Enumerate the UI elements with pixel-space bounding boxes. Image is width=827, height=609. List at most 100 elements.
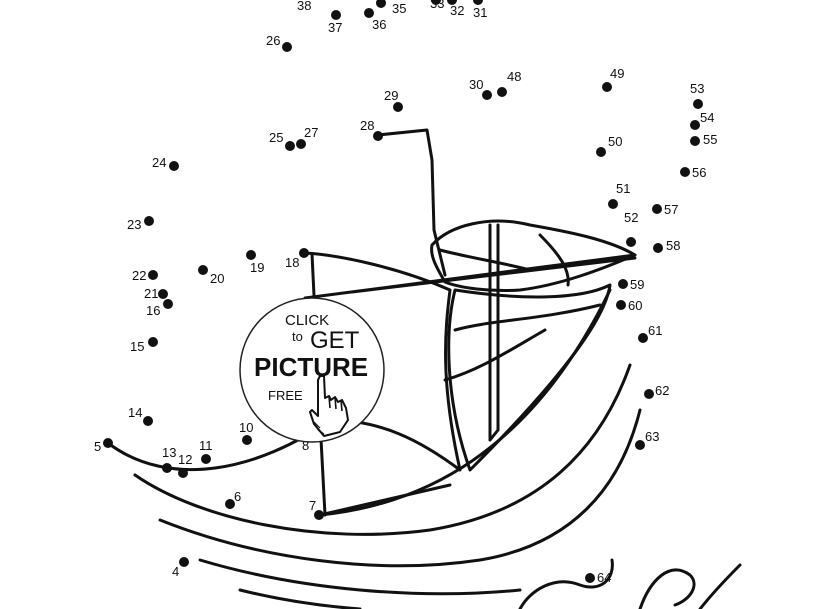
dot-marker — [285, 141, 295, 151]
dot-marker — [201, 454, 211, 464]
right-sail-rib — [453, 303, 602, 332]
dot-number-label: 23 — [127, 217, 141, 232]
dot-marker — [148, 270, 158, 280]
dot-number-label: 37 — [328, 20, 342, 35]
dot-marker — [179, 557, 189, 567]
dot-marker — [148, 337, 158, 347]
dot-marker — [364, 8, 374, 18]
dot-number-label: 56 — [692, 165, 706, 180]
dot-62: 62 — [644, 383, 669, 399]
dot-36: 36 — [364, 8, 386, 32]
dot-marker — [618, 279, 628, 289]
badge-circle[interactable] — [239, 297, 385, 443]
dot-marker — [198, 265, 208, 275]
dot-number-label: 6 — [234, 489, 241, 504]
dot-number-label: 16 — [146, 303, 160, 318]
badge-click-text[interactable]: CLICK — [285, 312, 329, 329]
dot-number-label: 24 — [152, 155, 166, 170]
dot-10: 10 — [239, 420, 253, 445]
dot-marker — [602, 82, 612, 92]
dot-marker — [473, 0, 483, 5]
dot-marker — [163, 299, 173, 309]
dot-number-label: 53 — [690, 81, 704, 96]
dot-49: 49 — [602, 66, 624, 92]
dot-marker — [680, 167, 690, 177]
dot-16: 16 — [146, 299, 173, 318]
dot-marker — [497, 87, 507, 97]
dot-61: 61 — [638, 323, 662, 343]
dot-number-label: 13 — [162, 445, 176, 460]
dot-55: 55 — [690, 132, 717, 147]
dot-marker — [103, 438, 113, 448]
dot-marker — [169, 161, 179, 171]
dot-14: 14 — [128, 405, 153, 426]
dot-marker — [585, 573, 595, 583]
dot-number-label: 62 — [655, 383, 669, 398]
dot-number-label: 15 — [130, 339, 144, 354]
dot-number-label: 27 — [304, 125, 318, 140]
dot-11: 11 — [199, 438, 213, 464]
dot-number-label: 55 — [703, 132, 717, 147]
dot-number-label: 4 — [172, 564, 179, 579]
top-sail-rib-2 — [538, 233, 570, 287]
dot-marker — [314, 510, 324, 520]
dot-32: 32 — [447, 0, 464, 18]
dot-58: 58 — [653, 238, 680, 253]
dot-marker — [373, 131, 383, 141]
dot-6: 6 — [225, 489, 241, 509]
dot-marker — [608, 199, 618, 209]
hull-line — [318, 288, 612, 517]
dot-number-label: 48 — [507, 69, 521, 84]
badge-free-text[interactable]: FREE — [268, 388, 303, 403]
badge-picture-text[interactable]: PICTURE — [254, 352, 368, 382]
left-sail — [303, 251, 462, 472]
dot-18: 18 — [285, 248, 309, 270]
dot-number-label: 50 — [608, 134, 622, 149]
wave-2 — [158, 408, 642, 568]
dot-marker — [299, 248, 309, 258]
dot-4: 4 — [172, 557, 189, 579]
dot-54: 54 — [690, 110, 714, 130]
dot-64: 64 — [585, 570, 611, 585]
dot-number-label: 59 — [630, 277, 644, 292]
dot-56: 56 — [680, 165, 706, 180]
dot-5: 5 — [94, 438, 113, 454]
badge-get-text[interactable]: GET — [310, 327, 360, 354]
dot-30: 30 — [469, 77, 492, 100]
dot-number-label: 60 — [628, 298, 642, 313]
dot-marker — [596, 147, 606, 157]
dot-57: 57 — [652, 202, 678, 217]
dot-marker — [393, 102, 403, 112]
ship-line-art — [106, 128, 742, 609]
dot-marker — [144, 216, 154, 226]
dot-number-label: 54 — [700, 110, 714, 125]
dot-number-label: 22 — [132, 268, 146, 283]
swirl-1 — [518, 558, 614, 609]
dot-number-label: 8 — [302, 438, 309, 453]
dot-marker — [376, 0, 386, 8]
dot-number-label: 7 — [309, 498, 316, 513]
dot-marker — [616, 300, 626, 310]
dot-23: 23 — [127, 216, 154, 232]
swirl-2 — [638, 568, 696, 609]
dot-marker — [693, 99, 703, 109]
dot-number-label: 11 — [199, 438, 213, 453]
dot-marker — [331, 10, 341, 20]
dot-marker — [225, 499, 235, 509]
dot-number-label: 35 — [392, 1, 406, 16]
wave-4 — [238, 588, 362, 609]
get-picture-badge[interactable]: CLICK to GET PICTURE FREE — [239, 297, 385, 443]
dot-25: 25 — [269, 130, 295, 151]
dot-number-label: 52 — [624, 210, 638, 225]
hand-pointer-icon[interactable] — [309, 375, 349, 437]
dot-59: 59 — [618, 277, 644, 292]
badge-to-text[interactable]: to — [292, 329, 303, 344]
dot-marker — [652, 204, 662, 214]
dot-number-label: 32 — [450, 3, 464, 18]
main-mast — [488, 223, 500, 442]
dot-60: 60 — [616, 298, 642, 313]
dot-marker — [296, 139, 306, 149]
dot-marker — [690, 120, 700, 130]
dot-marker — [431, 0, 441, 5]
